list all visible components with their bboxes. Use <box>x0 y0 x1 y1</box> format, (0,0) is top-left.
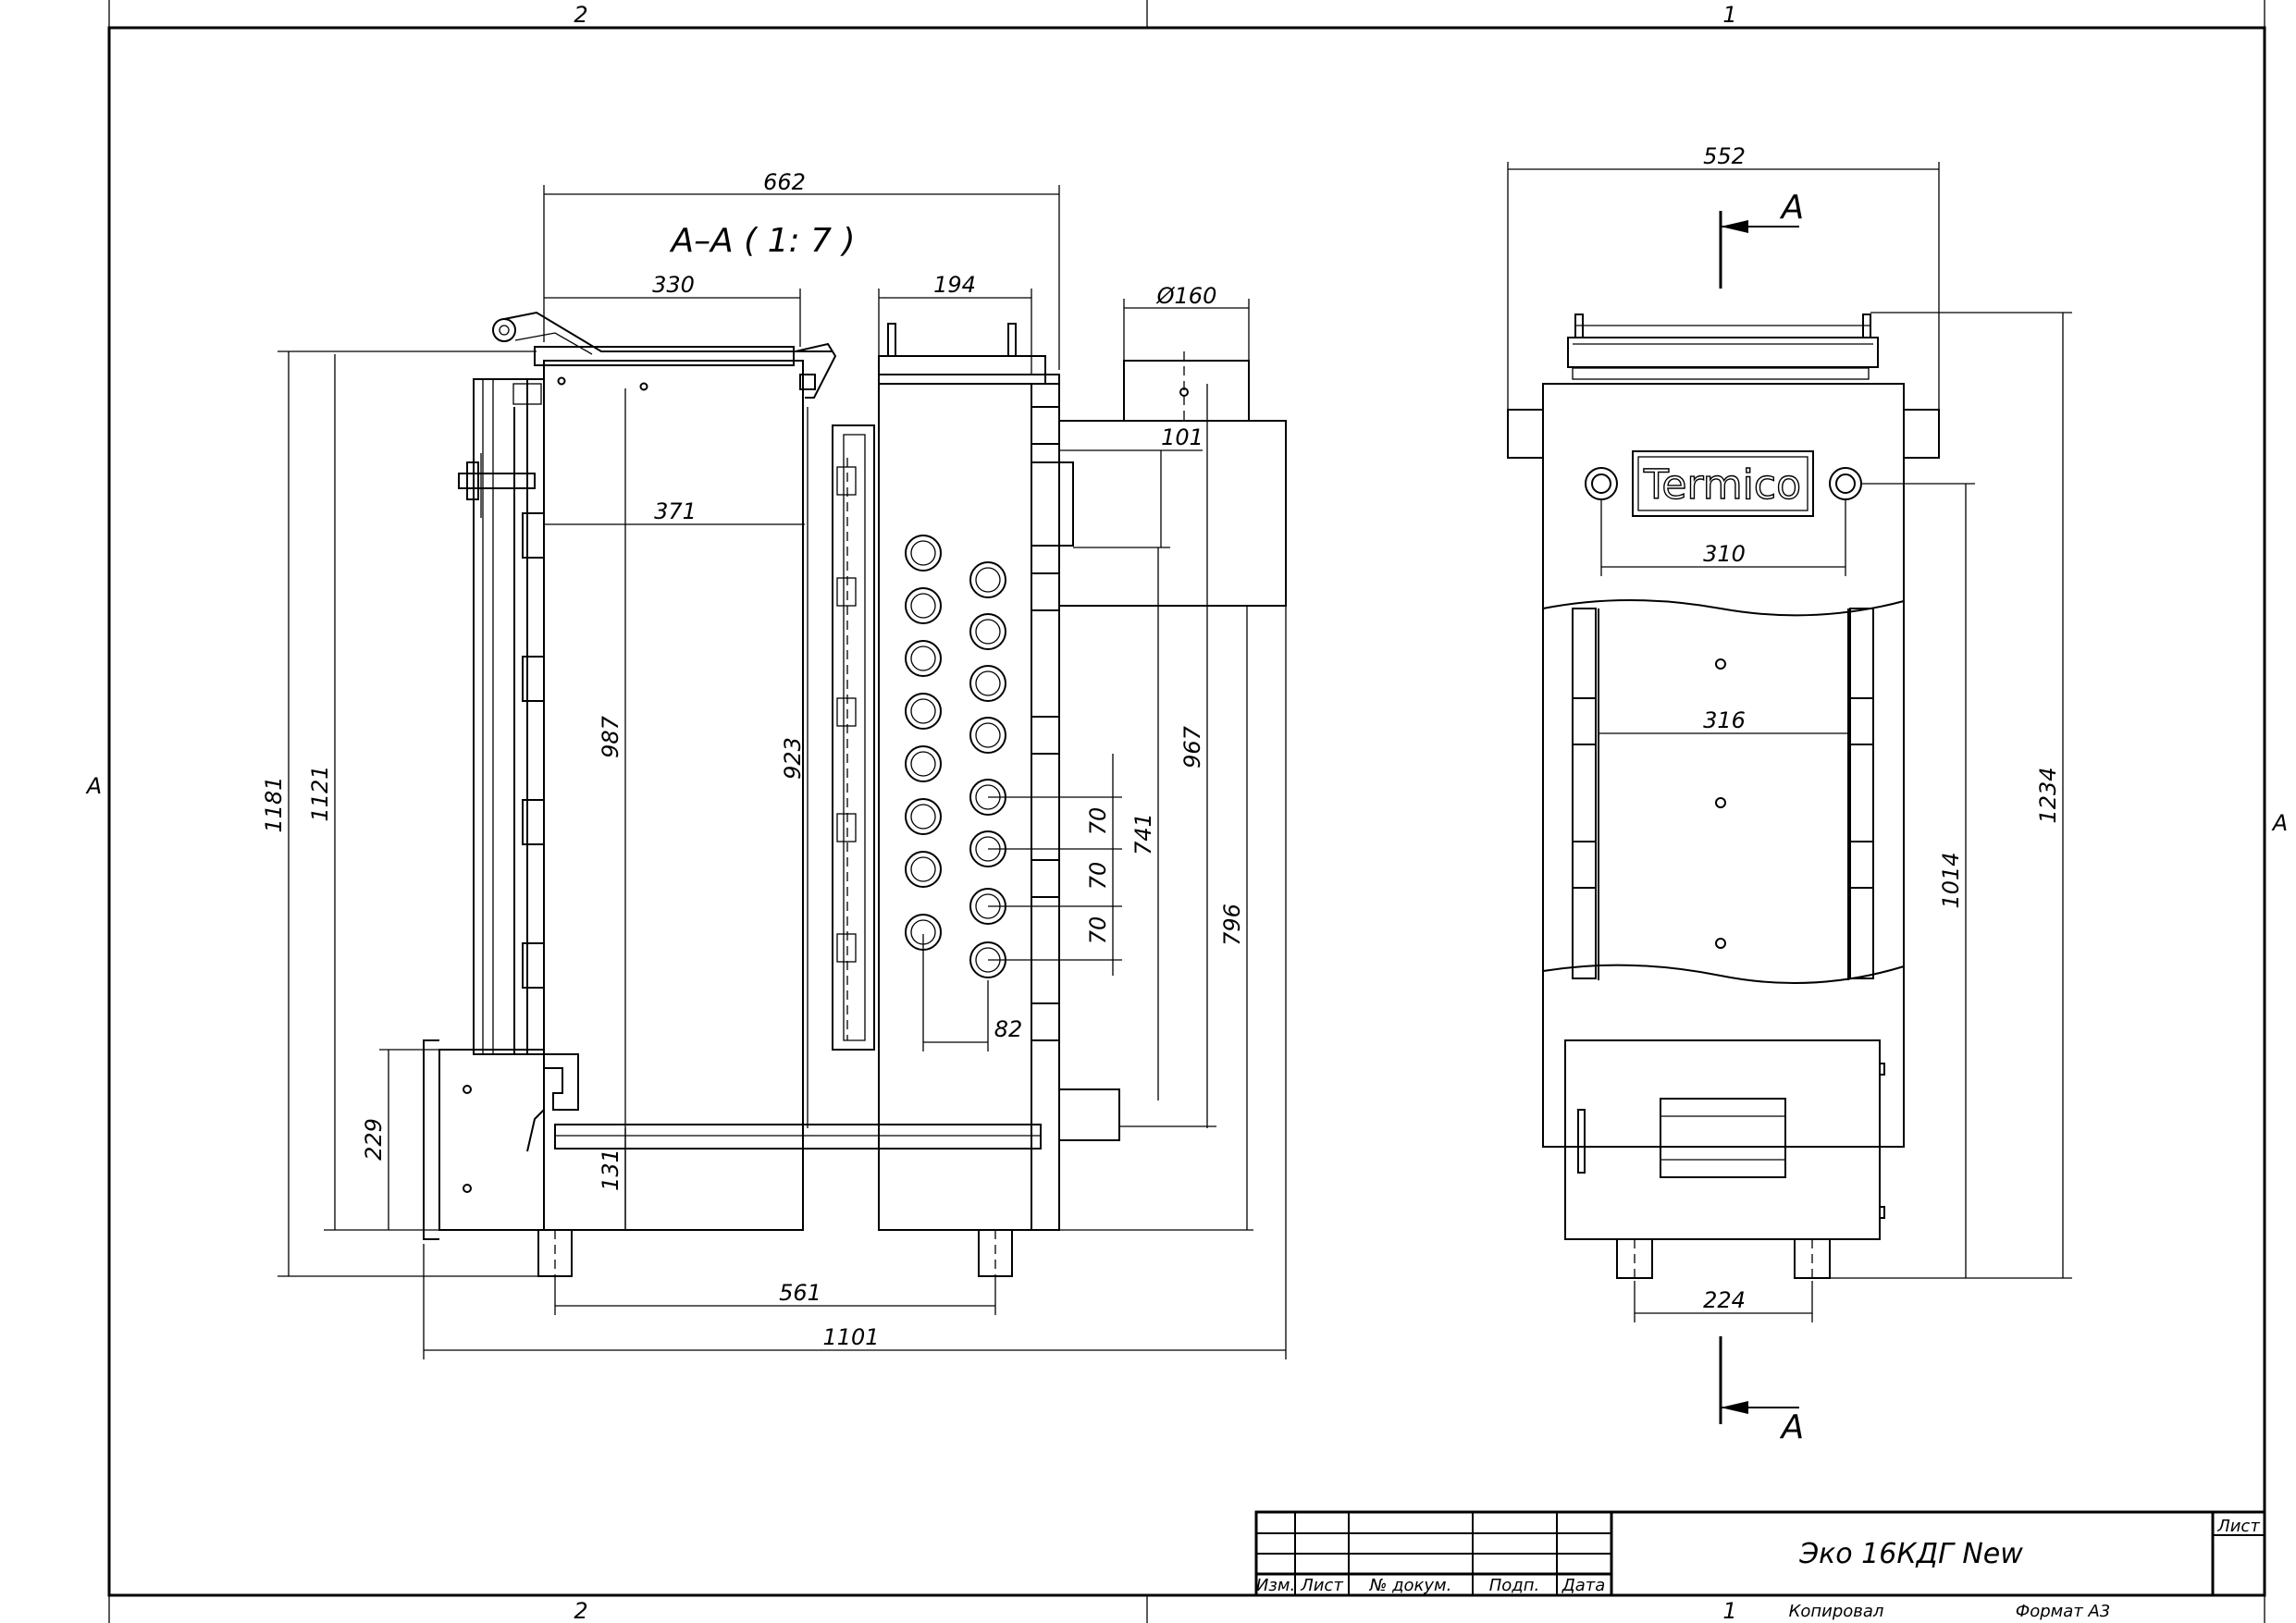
product-name: Эко 16КДГ New <box>1798 1538 2023 1570</box>
brand-logo-text: Termico <box>1643 461 1801 509</box>
dim-1121: 1121 <box>307 765 333 821</box>
dim-229: 229 <box>361 1118 387 1161</box>
section-mark-top: A <box>1780 189 1805 227</box>
dim-1014: 1014 <box>1938 852 1964 908</box>
dim-967: 967 <box>1179 725 1205 768</box>
section-dimension-lines <box>278 185 1287 1359</box>
zone-label-bottom-right: 1 <box>1722 1598 1736 1623</box>
top-rail <box>1567 314 1879 380</box>
dim-224: 224 <box>1703 1287 1746 1313</box>
dim-pitch-3: 70 <box>1085 916 1111 945</box>
section-mark-bottom: A <box>1780 1408 1805 1446</box>
dim-741: 741 <box>1130 813 1156 855</box>
dim-330: 330 <box>652 272 695 298</box>
dim-flue-diameter: Ø160 <box>1156 283 1217 309</box>
format-label: Формат А3 <box>2016 1602 2111 1621</box>
copied-label: Копировал <box>1789 1602 1884 1621</box>
ash-door <box>1564 1039 1885 1240</box>
col-doc-number: № докум. <box>1369 1576 1452 1595</box>
dim-1101: 1101 <box>822 1324 879 1350</box>
front-inner-panel <box>1572 608 1874 980</box>
zone-label-bottom-left: 2 <box>574 1598 587 1623</box>
front-casing <box>1542 383 1905 1148</box>
drawing-frame <box>107 0 2266 1623</box>
dim-82: 82 <box>994 1016 1023 1042</box>
tube-col-right <box>969 561 1006 978</box>
zone-label-side-left: A <box>85 773 102 799</box>
dim-131: 131 <box>598 1149 623 1191</box>
dim-796: 796 <box>1219 904 1245 946</box>
baffle-column <box>832 424 875 1051</box>
title-block <box>1254 1510 2266 1597</box>
dim-316: 316 <box>1703 707 1746 733</box>
section-arrow-bottom <box>1719 1336 1799 1424</box>
dim-101: 101 <box>1161 424 1204 450</box>
col-signature: Подп. <box>1489 1576 1539 1595</box>
dim-561: 561 <box>779 1280 821 1306</box>
col-date: Дата <box>1562 1576 1606 1595</box>
front-view: Termico <box>1507 143 2072 1446</box>
zone-label-side-right: A <box>2271 810 2288 836</box>
lever-handle <box>492 311 837 399</box>
fire-tubes <box>905 535 1006 978</box>
dim-pitch-1: 70 <box>1085 807 1111 836</box>
dim-552: 552 <box>1703 143 1746 169</box>
col-list: Лист <box>1300 1576 1343 1595</box>
zone-label-top-right: 1 <box>1722 2 1736 28</box>
dim-923: 923 <box>780 737 806 780</box>
heat-exchanger <box>878 323 1287 1231</box>
dim-310: 310 <box>1703 541 1746 567</box>
brand-plate: Termico <box>1585 450 1862 517</box>
section-view: А–А ( 1: 7 ) <box>261 169 1287 1359</box>
dim-pitch-2: 70 <box>1085 862 1111 891</box>
sheet-label: Лист <box>2216 1517 2260 1536</box>
section-arrow-top <box>1719 211 1799 289</box>
dim-987: 987 <box>598 715 623 758</box>
dim-1234: 1234 <box>2035 767 2061 823</box>
zone-label-top-left: 2 <box>574 2 587 28</box>
dim-overall-width: 662 <box>763 169 806 195</box>
dim-194: 194 <box>933 272 976 298</box>
section-title: А–А ( 1: 7 ) <box>669 222 855 260</box>
dim-1181: 1181 <box>261 776 287 832</box>
dim-371: 371 <box>654 498 697 524</box>
tube-col-left <box>905 535 942 951</box>
front-dimension-lines <box>1507 162 2072 1322</box>
col-izm: Изм. <box>1256 1576 1295 1595</box>
boiler-body-left <box>423 346 1042 1281</box>
